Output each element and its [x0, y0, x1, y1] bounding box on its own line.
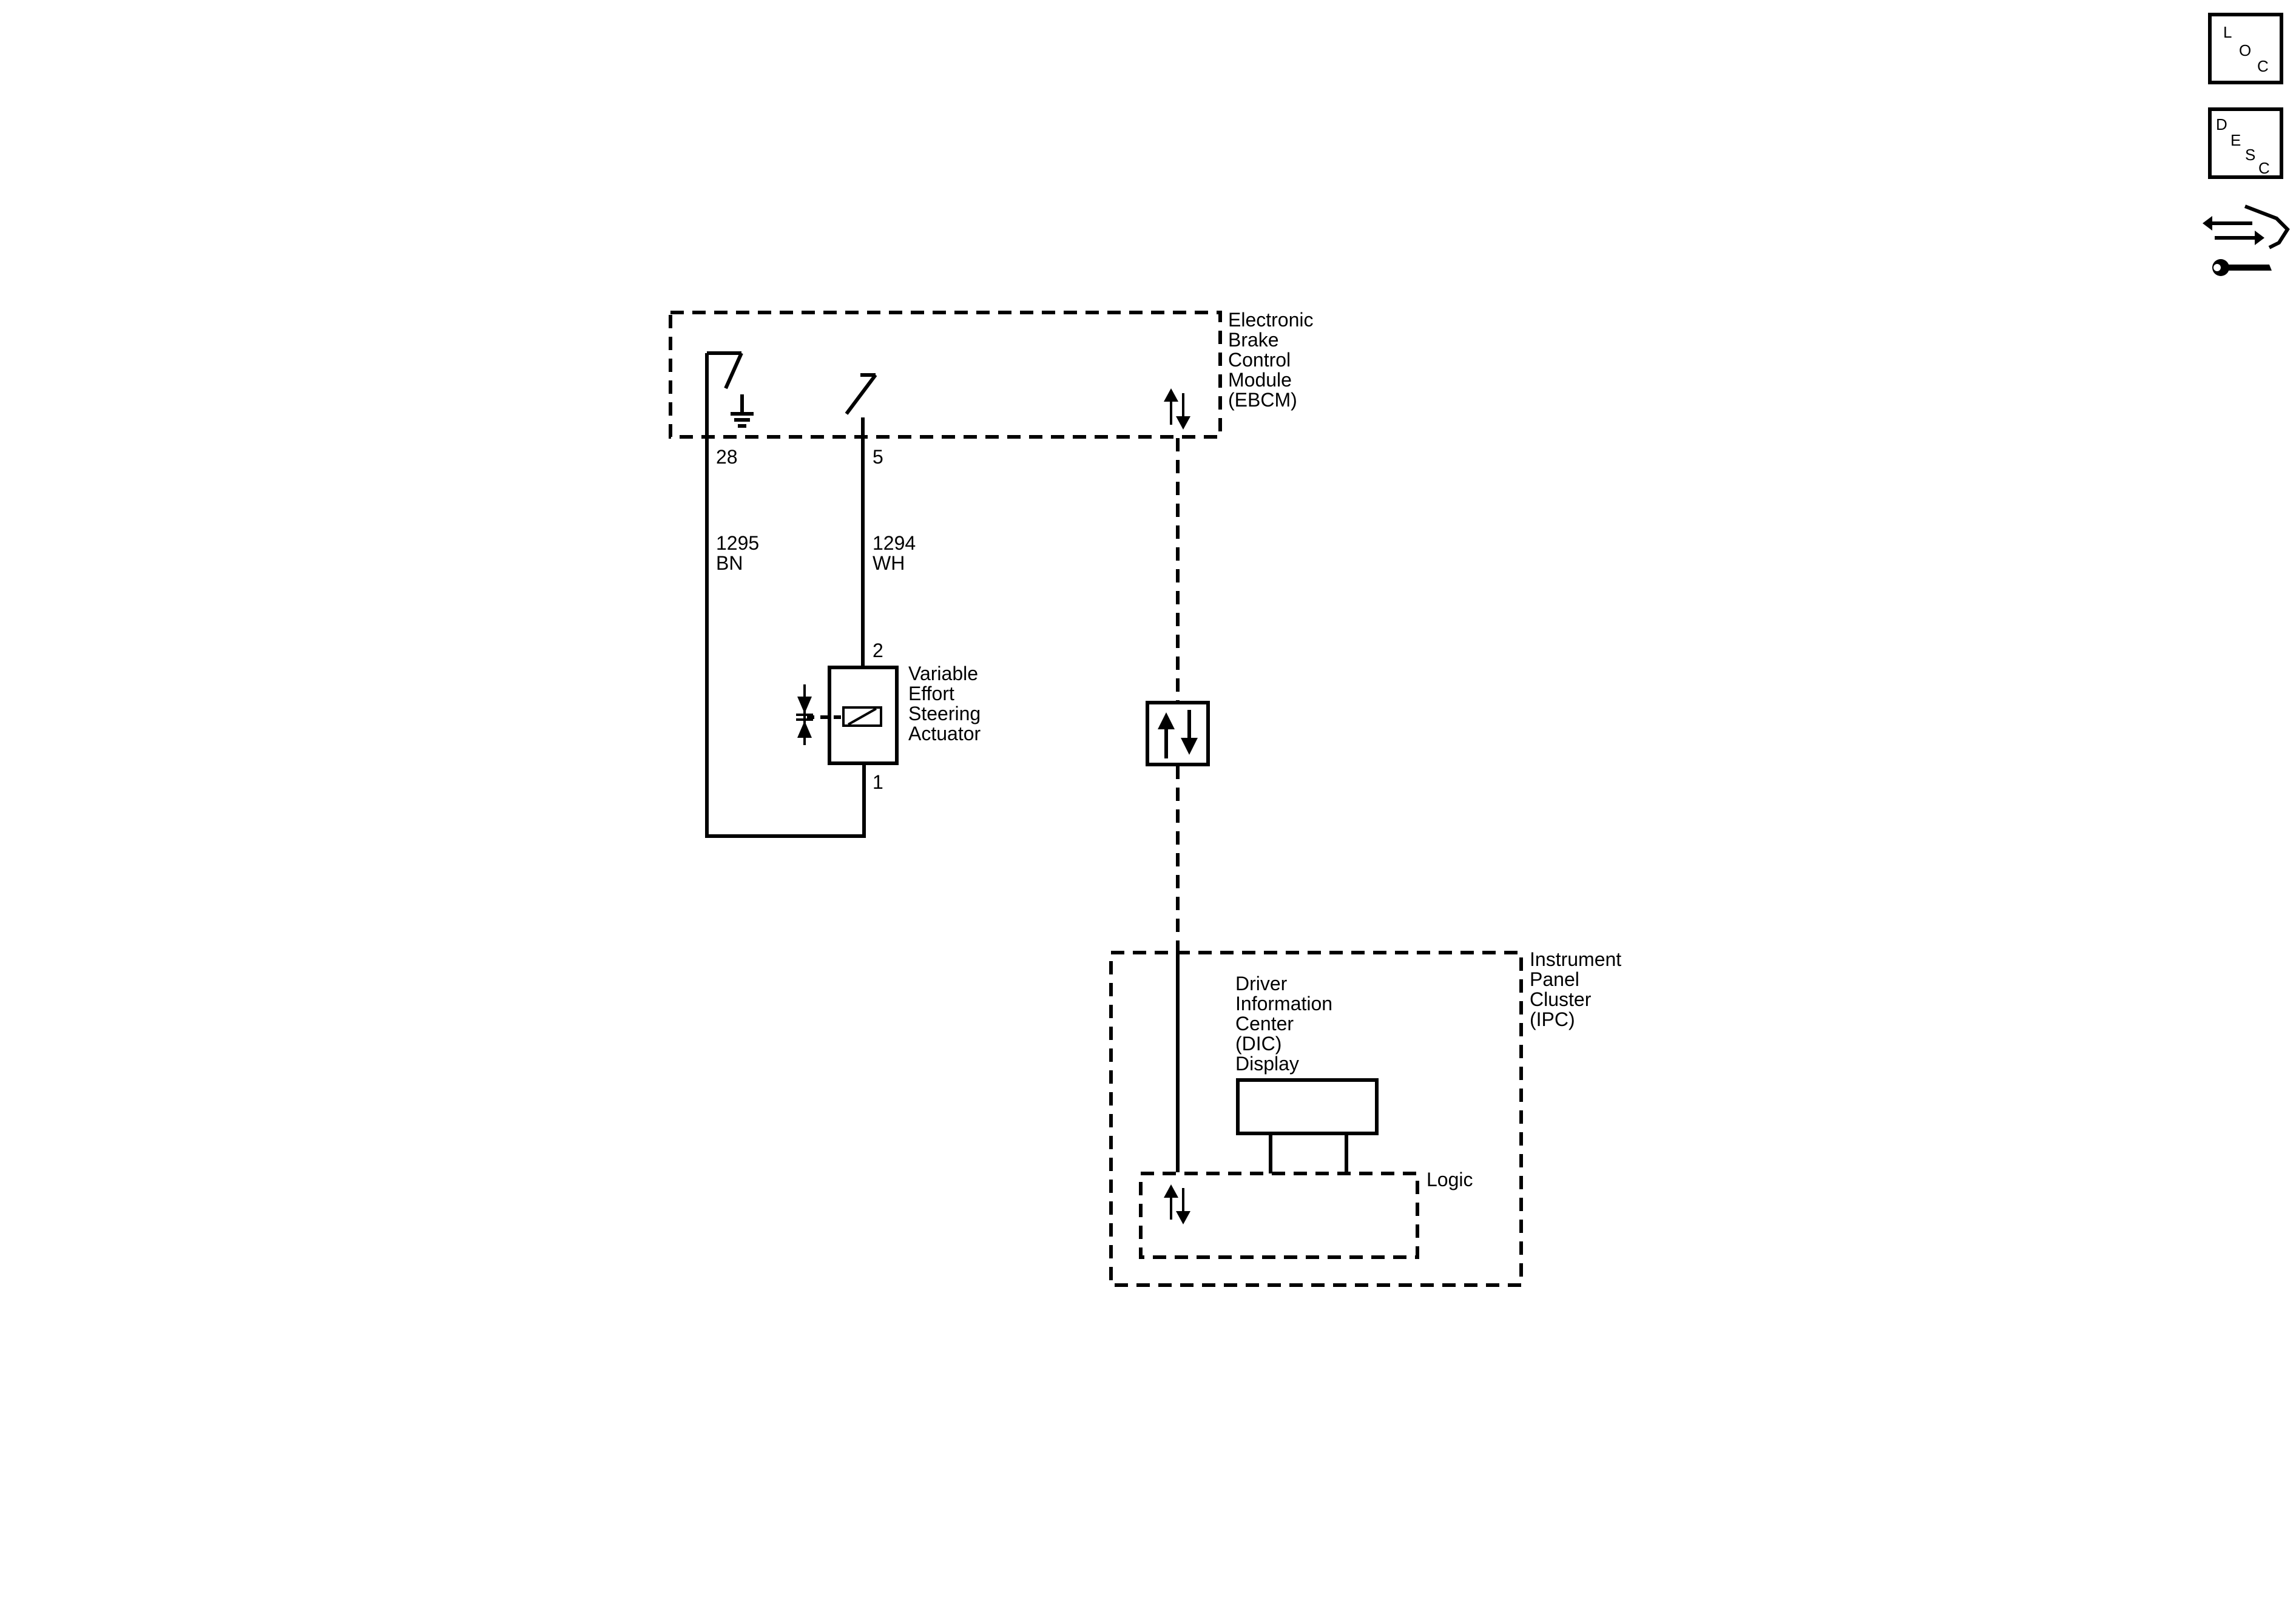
dic-label: Driver Information Center (DIC) Display — [1235, 973, 1338, 1075]
ebcm-pin-5: 5 — [873, 446, 883, 468]
actuator-valve-icon — [796, 684, 813, 745]
wire-1295-label: 1295 BN — [716, 532, 765, 574]
ebcm-ground-switch — [707, 351, 754, 428]
serial-data-symbol — [1146, 701, 1210, 766]
svg-text:C: C — [2258, 159, 2270, 177]
ebcm-signal-switch — [845, 373, 877, 438]
loc-icon[interactable]: L O C — [2208, 13, 2283, 84]
steering-actuator: 2 1 Variable Effort Steering Actuator — [796, 640, 986, 793]
logic-label: Logic — [1427, 1169, 1473, 1190]
actuator-pin-1: 1 — [873, 771, 883, 793]
wire-1295-ground-loop — [705, 353, 866, 838]
wire-1294-label: 1294 WH — [873, 532, 921, 574]
svg-text:D: D — [2216, 115, 2227, 133]
desc-icon[interactable]: D E S C — [2208, 107, 2283, 179]
actuator-label: Variable Effort Steering Actuator — [908, 663, 986, 744]
ipc-module: Instrument Panel Cluster (IPC) Driver In… — [1109, 948, 1627, 1287]
svg-text:L: L — [2223, 23, 2232, 41]
serial-data-line — [1146, 438, 1210, 951]
solenoid-coil-icon — [842, 706, 882, 727]
ebcm-pin-28: 28 — [716, 446, 738, 468]
ebcm-module: Electronic Brake Control Module (EBCM) 2… — [669, 309, 1319, 468]
logic-boundary — [1139, 1172, 1419, 1259]
svg-text:C: C — [2257, 57, 2269, 75]
dic-display — [1236, 1078, 1379, 1135]
actuator-pin-2: 2 — [873, 640, 883, 661]
ipc-label: Instrument Panel Cluster (IPC) — [1530, 948, 1627, 1030]
ipc-serial-data-arrows — [1164, 1184, 1190, 1224]
svg-text:O: O — [2239, 41, 2251, 59]
ipc-boundary — [1109, 951, 1523, 1287]
actuator-body — [828, 666, 899, 765]
svg-text:S: S — [2245, 146, 2255, 164]
connector-wrench-icon[interactable] — [2203, 204, 2290, 276]
ebcm-boundary — [669, 311, 1222, 439]
svg-text:E: E — [2230, 131, 2241, 149]
ebcm-label: Electronic Brake Control Module (EBCM) — [1228, 309, 1319, 411]
ebcm-serial-data-arrows — [1164, 388, 1190, 430]
